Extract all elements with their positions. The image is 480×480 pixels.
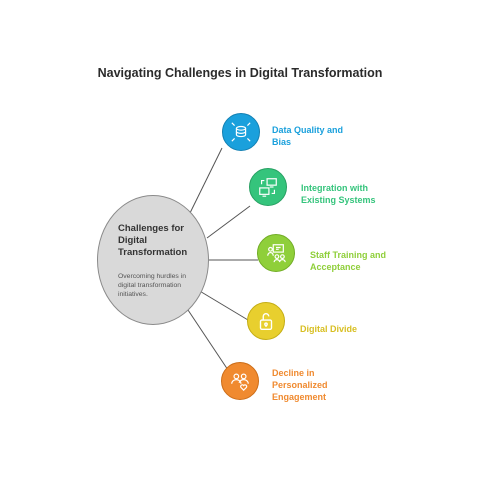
connector-line — [197, 289, 249, 321]
branch-node-personalized-engagement — [221, 362, 259, 400]
center-node — [97, 195, 209, 325]
center-node-title: Challenges for Digital Transformation — [118, 223, 188, 258]
branch-label-data-quality: Data Quality and Bias — [272, 125, 344, 147]
branch-label-digital-divide: Digital Divide — [300, 324, 358, 334]
branch-label-integration: Integration with Existing Systems — [301, 183, 376, 205]
computers-sync-icon — [259, 178, 277, 197]
training-icon — [267, 244, 286, 263]
connector-line — [189, 147, 223, 214]
branch-node-integration — [249, 168, 287, 206]
branch-node-digital-divide — [247, 302, 285, 340]
padlock-icon — [259, 313, 273, 330]
center-node-description: Overcoming hurdles in digital transforma… — [118, 273, 186, 298]
branch-label-staff-training: Staff Training and Acceptance — [310, 250, 387, 272]
branch-node-data-quality — [222, 113, 260, 151]
connector-line — [185, 306, 229, 371]
connector-line — [206, 205, 251, 239]
branch-label-personalized-engagement: Decline in Personalized Engagement — [272, 368, 328, 402]
branch-node-staff-training — [257, 234, 295, 272]
people-heart-icon — [231, 373, 249, 392]
page-title: Navigating Challenges in Digital Transfo… — [97, 66, 383, 80]
database-icon — [231, 122, 251, 142]
